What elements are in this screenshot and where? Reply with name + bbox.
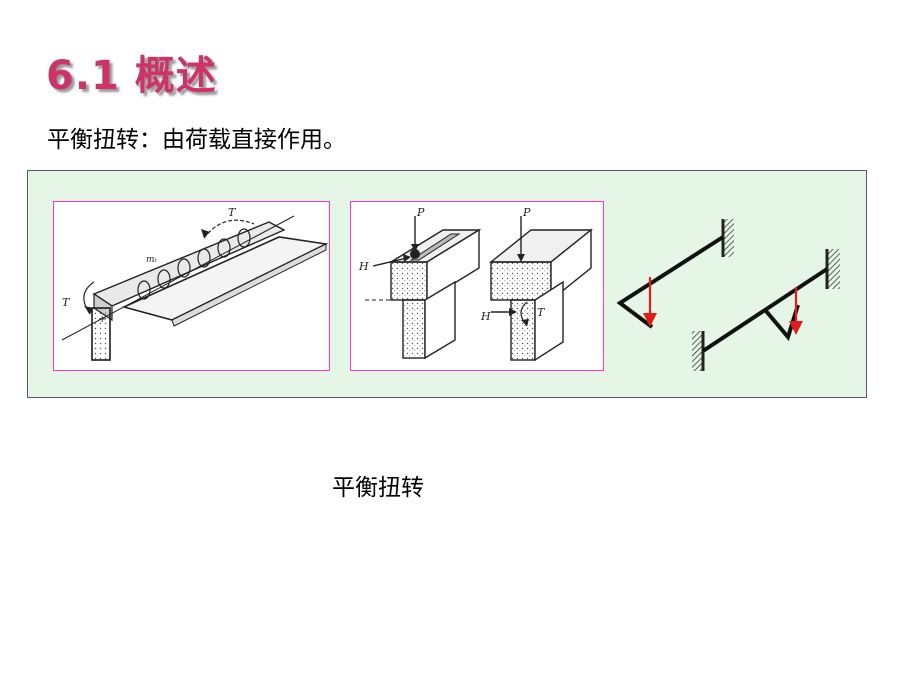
fixed-support-upper — [724, 219, 734, 257]
bent-bar-schematic — [616, 219, 840, 371]
right-t-beam: P H T — [480, 206, 593, 362]
distributed-torque-label: mₜ — [146, 255, 158, 265]
fixed-support-lower — [692, 331, 702, 371]
slide-title: 6.1 概述 — [46, 53, 217, 99]
svg-text:+: + — [98, 314, 106, 325]
figure-caption: 平衡扭转 — [332, 475, 424, 501]
beam-axis — [61, 215, 295, 341]
crane-beam-drawing: P H P H T — [358, 206, 593, 362]
load-label-right: P — [522, 206, 531, 219]
edge-beam-torsion-sketch: T T mₜ + — [53, 201, 330, 371]
horizontal-label-left: H — [358, 260, 369, 273]
torque-label-left: T — [62, 296, 71, 309]
crane-beam-torsion-sketch: P H P H T — [350, 201, 604, 371]
distributed-torque-spirals — [137, 228, 251, 300]
torque-label: T — [537, 306, 546, 319]
slide-subtitle: 平衡扭转：由荷载直接作用。 — [47, 127, 346, 153]
figure-panel: T T mₜ + — [27, 170, 867, 398]
edge-beam-drawing: T T mₜ + — [61, 206, 329, 361]
left-t-beam: P H — [358, 206, 482, 360]
upper-bent-bar — [616, 219, 734, 329]
torque-arrow-top — [203, 219, 255, 239]
horizontal-label-right: H — [480, 310, 491, 323]
torque-label-top: T — [228, 206, 237, 219]
lower-bent-bar — [692, 249, 840, 371]
fixed-support-right — [828, 249, 840, 289]
load-label-left: P — [416, 206, 425, 219]
